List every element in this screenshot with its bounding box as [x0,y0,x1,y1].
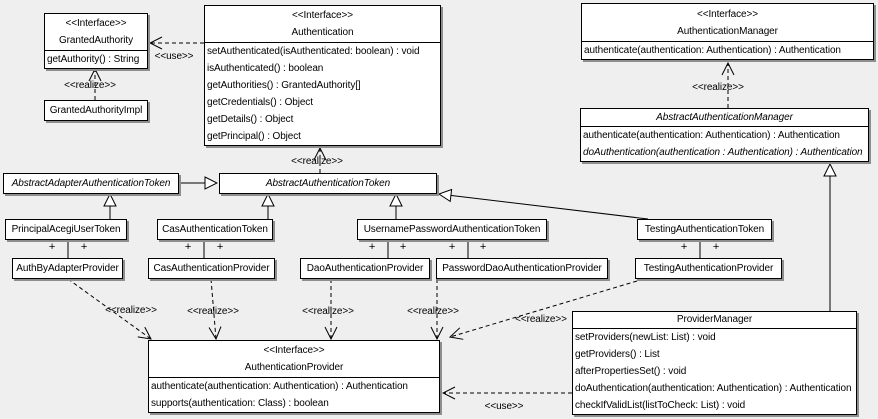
stereotype-label: <<Interface>> [292,10,353,21]
class-granted-authority-impl[interactable]: GrantedAuthorityImpl [44,100,148,121]
assoc-role-plus: + [48,241,56,253]
class-name: PrincipalAcegiUserToken [11,224,121,235]
method-compartment: authenticate(authentication: Authenticat… [582,41,873,59]
class-authentication[interactable]: <<Interface>> Authentication setAuthenti… [204,5,441,146]
method: getAuthority() : String [47,54,140,65]
method: getDetails() : Object [207,114,294,125]
class-name: PasswordDaoAuthenticationProvider [442,263,602,274]
class-name: AuthByAdapterProvider [16,263,119,274]
method-compartment: getAuthority() : String [45,50,147,68]
class-name: TestingAuthenticationToken [644,224,765,235]
method: doAuthentication(authentication: Authent… [575,383,852,394]
realize-label: <<realize>> [187,306,239,317]
method-compartment: authenticate(authentication: Authenticat… [149,377,439,412]
method: setProviders(newList: List) : void [575,332,716,343]
method-compartment: setAuthenticated(isAuthenticated: boolea… [205,42,440,145]
method: doAuthentication(authentication : Authen… [583,147,863,158]
class-name: ProviderManager [676,314,753,325]
realize-label: <<realize>> [692,82,744,93]
class-name: AuthenticationManager [677,26,778,37]
class-testing-authentication-token[interactable]: TestingAuthenticationToken [637,219,772,240]
class-provider-manager[interactable]: ProviderManager setProviders(newList: Li… [572,311,857,415]
class-auth-by-adapter-provider[interactable]: AuthByAdapterProvider [12,258,123,279]
method: supports(authentication: Class) : boolea… [151,398,329,409]
stereotype-label: <<Interface>> [263,345,325,356]
class-password-dao-authentication-provider[interactable]: PasswordDaoAuthenticationProvider [436,258,608,279]
method: afterPropertiesSet() : void [575,366,687,377]
class-name: AbstractAuthenticationToken [265,178,391,189]
class-header: <<Interface>> GrantedAuthority [45,14,147,50]
assoc-role-plus: + [712,241,720,253]
method-compartment: setProviders(newList: List) : void getPr… [573,328,856,414]
class-name: AuthenticationProvider [244,362,344,373]
method: checkIfValidList(listToCheck: List) : vo… [575,400,746,411]
class-name: CasAuthenticationToken [162,224,268,235]
realize-label: <<realize>> [302,306,354,317]
realize-label: <<realize>> [515,314,567,325]
assoc-role-plus: + [680,241,688,253]
class-header: <<Interface>> AuthenticationProvider [149,341,439,377]
use-label: <<use>> [154,51,194,62]
class-principal-acegi-user-token[interactable]: PrincipalAcegiUserToken [5,219,127,240]
realize-label: <<realize>> [105,305,157,316]
class-cas-authentication-token[interactable]: CasAuthenticationToken [157,219,273,240]
assoc-role-plus: + [216,241,224,253]
stereotype-label: <<Interface>> [65,18,127,29]
class-name: Authentication [291,27,354,38]
assoc-role-plus: + [399,241,407,253]
class-username-password-authentication-token[interactable]: UsernamePasswordAuthenticationToken [357,219,547,240]
class-header: ProviderManager [573,312,856,328]
gen-testing-to-abstract-token [439,194,649,220]
class-cas-authentication-provider[interactable]: CasAuthenticationProvider [148,258,275,279]
class-authentication-manager[interactable]: <<Interface>> AuthenticationManager auth… [581,3,874,60]
method: getPrincipal() : Object [207,131,301,142]
class-name: CasAuthenticationProvider [153,263,270,274]
class-name: AbstractAdapterAuthenticationToken [11,178,171,189]
method: authenticate(authentication: Authenticat… [584,45,841,56]
class-dao-authentication-provider[interactable]: DaoAuthenticationProvider [300,258,430,279]
stereotype-label: <<Interface>> [697,9,758,20]
class-header: <<Interface>> AuthenticationManager [582,4,873,41]
class-testing-authentication-provider[interactable]: TestingAuthenticationProvider [635,258,782,279]
assoc-role-plus: + [80,241,88,253]
class-abstract-authentication-manager[interactable]: AbstractAuthenticationManager authentica… [580,108,869,162]
class-name: UsernamePasswordAuthenticationToken [363,224,541,235]
class-header: AbstractAuthenticationManager [581,109,868,126]
method: authenticate(authentication: Authenticat… [151,381,408,392]
class-authentication-provider[interactable]: <<Interface>> AuthenticationProvider aut… [148,340,440,413]
method: authenticate(authentication: Authenticat… [583,130,840,141]
method: setAuthenticated(isAuthenticated: boolea… [207,46,420,57]
realize-label: <<realize>> [291,156,343,167]
method: getProviders() : List [575,349,660,360]
assoc-role-plus: + [368,241,376,253]
class-abstract-authentication-token[interactable]: AbstractAuthenticationToken [219,173,437,194]
class-name: GrantedAuthority [59,35,133,46]
class-abstract-adapter-authentication-token[interactable]: AbstractAdapterAuthenticationToken [3,173,179,194]
class-name: GrantedAuthorityImpl [49,105,143,116]
assoc-role-plus: + [479,241,487,253]
class-name: DaoAuthenticationProvider [306,263,424,274]
method: getAuthorities() : GrantedAuthority[] [207,80,361,91]
class-name: TestingAuthenticationProvider [643,263,774,274]
realize-label: <<realize>> [64,80,116,91]
method: getCredentials() : Object [207,97,313,108]
method: isAuthenticated() : boolean [207,63,324,74]
assoc-role-plus: + [184,241,192,253]
class-name: AbstractAuthenticationManager [656,112,793,123]
realize-label: <<realize>> [407,306,459,317]
class-granted-authority[interactable]: <<Interface>> GrantedAuthority getAuthor… [44,13,148,69]
assoc-role-plus: + [448,241,456,253]
method-compartment: authenticate(authentication: Authenticat… [581,126,868,161]
class-header: <<Interface>> Authentication [205,6,440,42]
use-label: <<use>> [484,401,524,412]
